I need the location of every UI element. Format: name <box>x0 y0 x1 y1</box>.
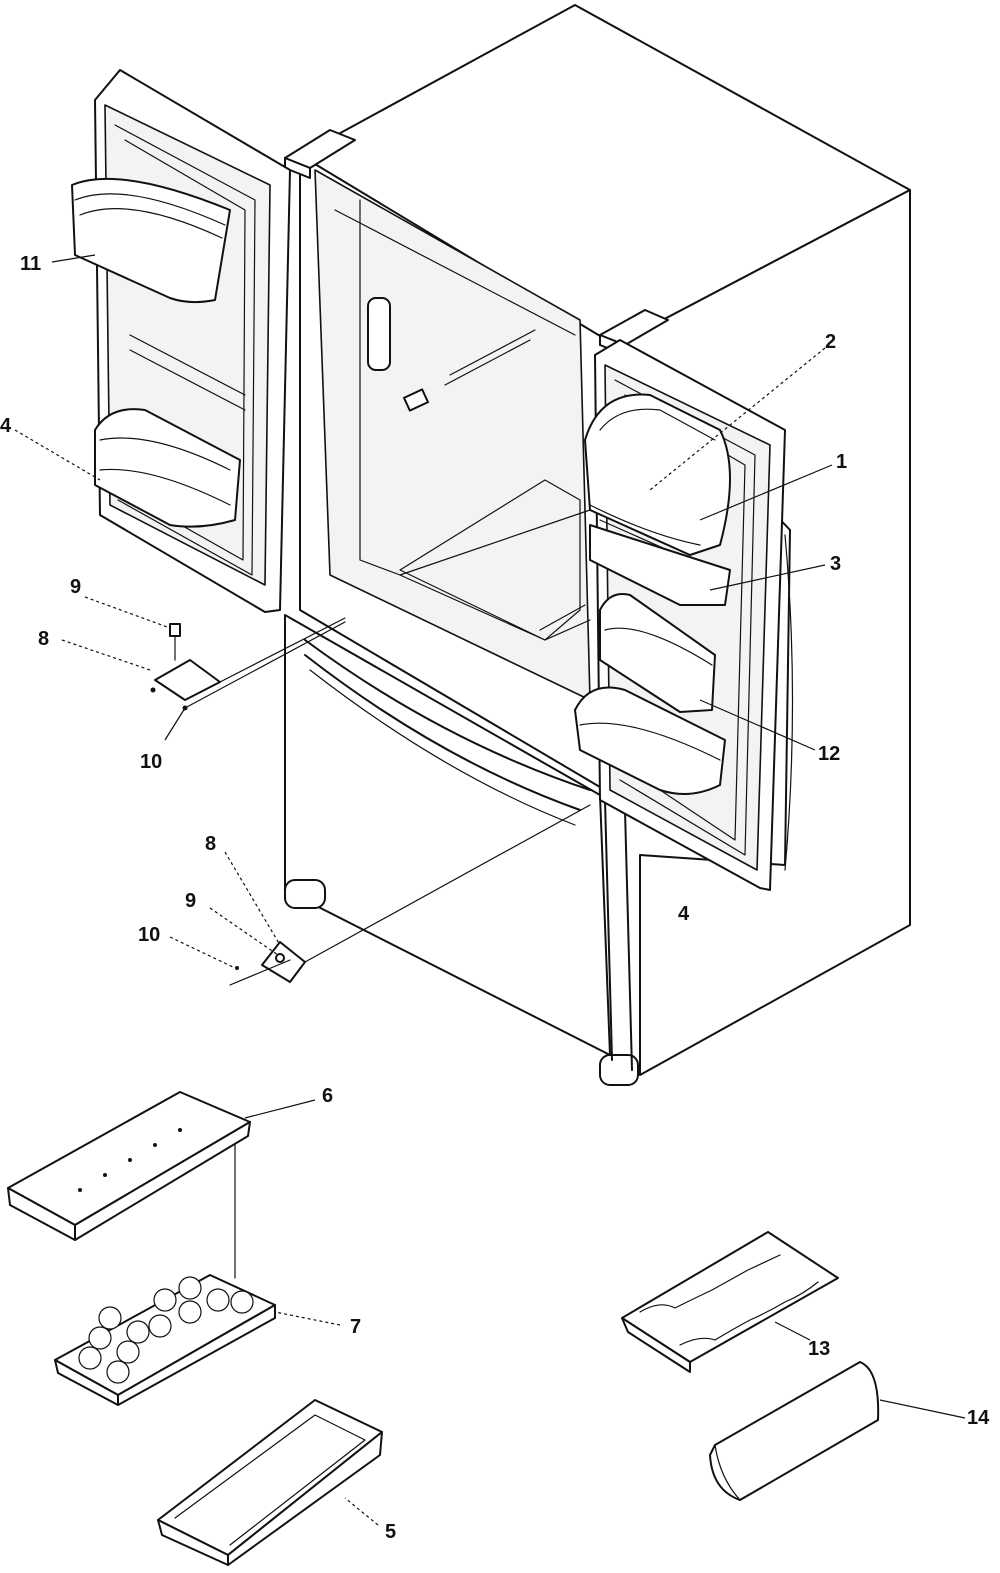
callout-7: 7 <box>350 1316 361 1338</box>
callout-6: 6 <box>322 1085 333 1107</box>
callout-9-lower: 9 <box>185 890 196 912</box>
callout-14: 14 <box>967 1407 990 1429</box>
callout-13: 13 <box>808 1338 830 1360</box>
callout-11: 11 <box>20 253 41 275</box>
part-7-egg-tray <box>54 1274 276 1406</box>
door-bin-11 <box>71 177 231 304</box>
callout-12: 12 <box>818 743 840 765</box>
callout-3: 3 <box>830 553 841 575</box>
callout-9-upper: 9 <box>70 576 81 598</box>
door-bin-12 <box>599 593 716 713</box>
part-14-curved-rail <box>709 1361 880 1501</box>
callout-2: 2 <box>825 331 836 353</box>
callout-10-lower: 10 <box>138 924 160 946</box>
part-5-storage-bin <box>157 1399 383 1566</box>
callout-5: 5 <box>385 1521 396 1543</box>
part-13-bottle-tray <box>621 1231 839 1373</box>
leader-lines <box>14 254 966 1526</box>
right-refrigerator-door <box>574 339 794 891</box>
freezer-drawer <box>284 614 639 1086</box>
left-refrigerator-door <box>71 69 291 613</box>
callout-8-upper: 8 <box>38 628 49 650</box>
door-bin-4-right <box>574 686 726 795</box>
callout-4-left: 4 <box>0 415 12 437</box>
door-bin-3 <box>589 524 731 606</box>
part-6-shelf-cover <box>7 1091 251 1279</box>
upper-hinge-hardware <box>150 617 346 711</box>
callout-labels: 1 2 3 4 4 5 6 7 8 8 9 9 10 10 11 12 13 1… <box>0 253 990 1543</box>
callout-4-cabinet: 4 <box>678 903 690 925</box>
callout-1: 1 <box>836 451 847 473</box>
lower-hinge-hardware <box>229 804 591 986</box>
callout-8-lower: 8 <box>205 833 216 855</box>
door-bin-4-left <box>94 408 241 528</box>
top-hinge-left <box>284 129 356 179</box>
callout-10-upper: 10 <box>140 751 162 773</box>
